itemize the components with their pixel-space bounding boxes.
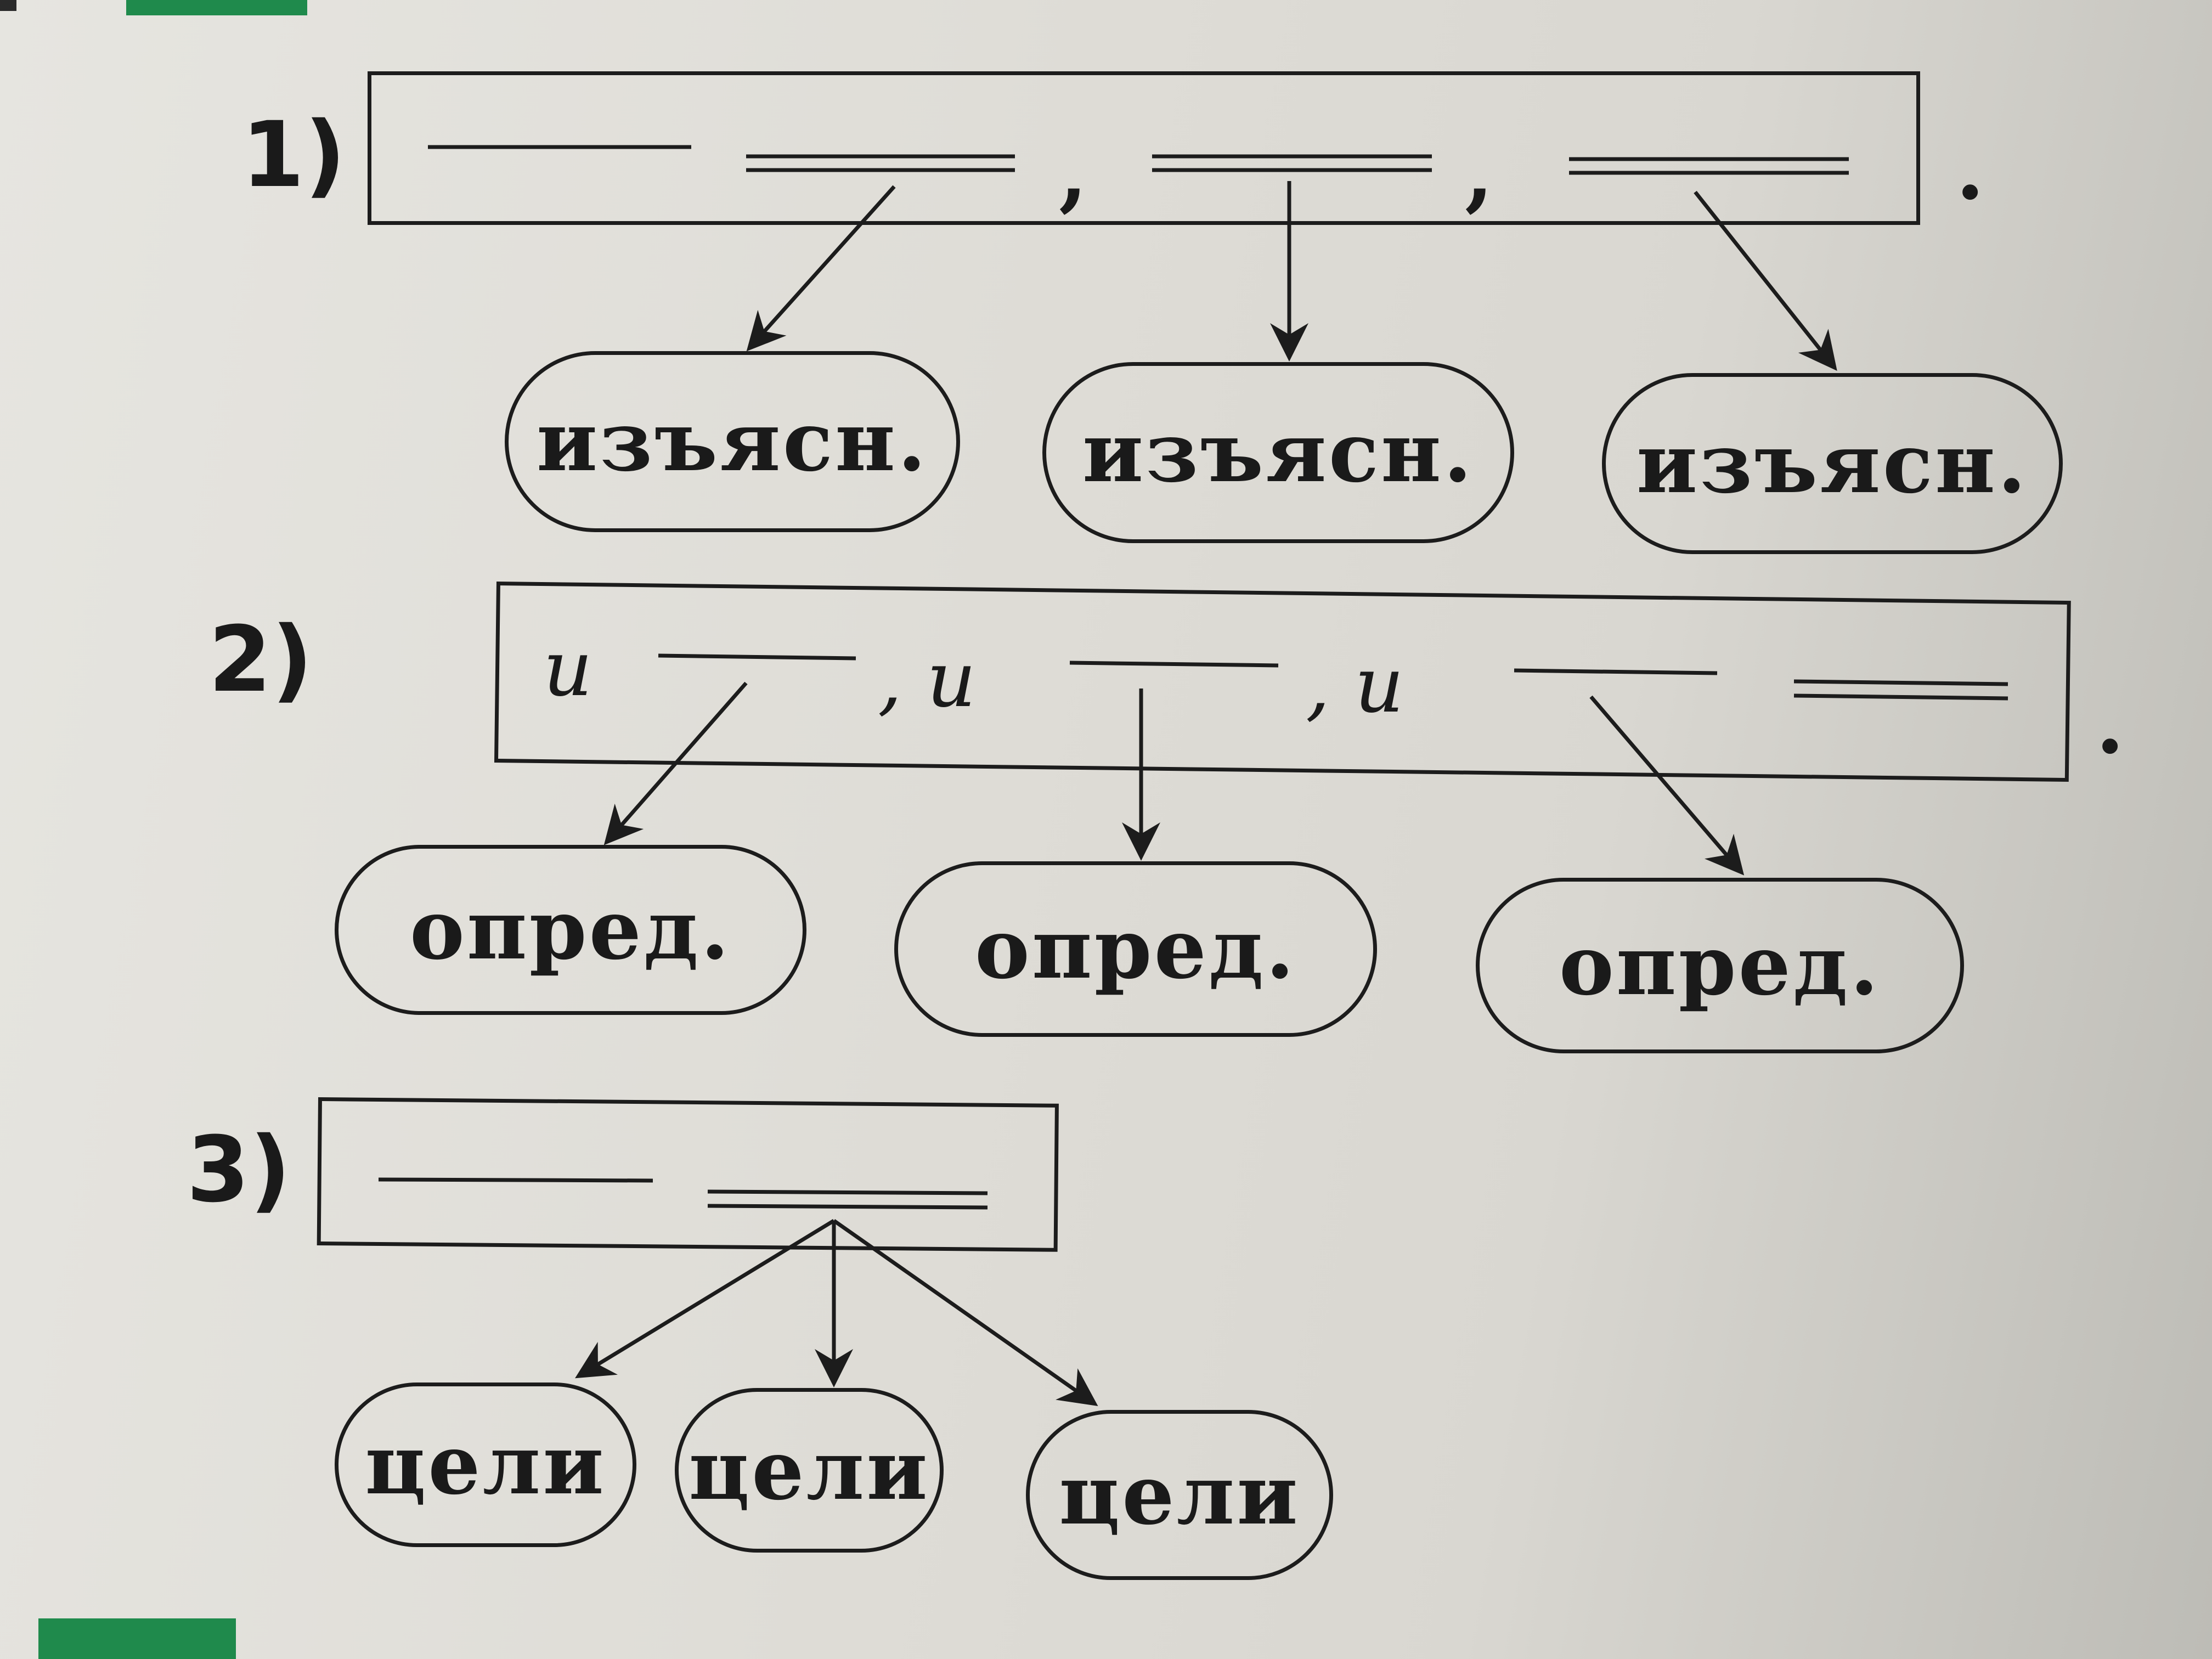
scheme-2-clause-3: опред. [1476, 878, 1964, 1053]
scheme-1-clause-2-label: изъясн. [1082, 404, 1475, 501]
scheme-3-clause-1: цели [335, 1383, 636, 1547]
scheme-1-comma-2: , [1465, 125, 1494, 221]
page-edge-mark [0, 0, 16, 11]
green-header-tab [126, 0, 307, 15]
scheme-1-clause-1-label: изъясн. [536, 393, 929, 490]
green-footer-tab [38, 1618, 236, 1659]
scheme-3-clause-3-label: цели [1059, 1447, 1300, 1543]
scheme-2-number: 2) [208, 607, 313, 712]
scheme-2-clause-1-label: опред. [409, 882, 732, 978]
scheme-2-clause-2-label: опред. [974, 901, 1297, 997]
scheme-3-clause-2: цели [675, 1388, 944, 1553]
scheme-2-clause-3-label: опред. [1559, 917, 1881, 1014]
scheme-2-conjunction-3: , и [1306, 641, 1404, 730]
scheme-2-conjunction-2: , и [878, 635, 977, 725]
scheme-1-clause-3-label: изъясн. [1636, 415, 2029, 512]
scheme-2-clause-1: опред. [335, 845, 806, 1015]
scheme-3-main-clause-box [317, 1097, 1059, 1252]
scheme-2-main-clause-box [494, 582, 2071, 782]
scheme-1-comma-1: , [1059, 125, 1088, 221]
scheme-1-clause-1: изъясн. [505, 351, 960, 532]
scheme-3-clause-3: цели [1026, 1410, 1333, 1580]
scheme-1-clause-2: изъясн. [1042, 362, 1514, 543]
scheme-1-clause-3: изъясн. [1602, 373, 2063, 554]
scheme-2-clause-2: опред. [894, 861, 1377, 1037]
scheme-1-number: 1) [241, 102, 346, 207]
scheme-3-clause-1-label: цели [365, 1417, 606, 1513]
scheme-1-main-clause-box [368, 71, 1920, 225]
scheme-3-number: 3) [187, 1117, 291, 1222]
scheme-1-period: . [1956, 122, 1985, 218]
scheme-3-clause-2-label: цели [689, 1422, 930, 1519]
scheme-2-period: . [2096, 676, 2125, 772]
scheme-2-conjunction-1: и [543, 624, 593, 714]
